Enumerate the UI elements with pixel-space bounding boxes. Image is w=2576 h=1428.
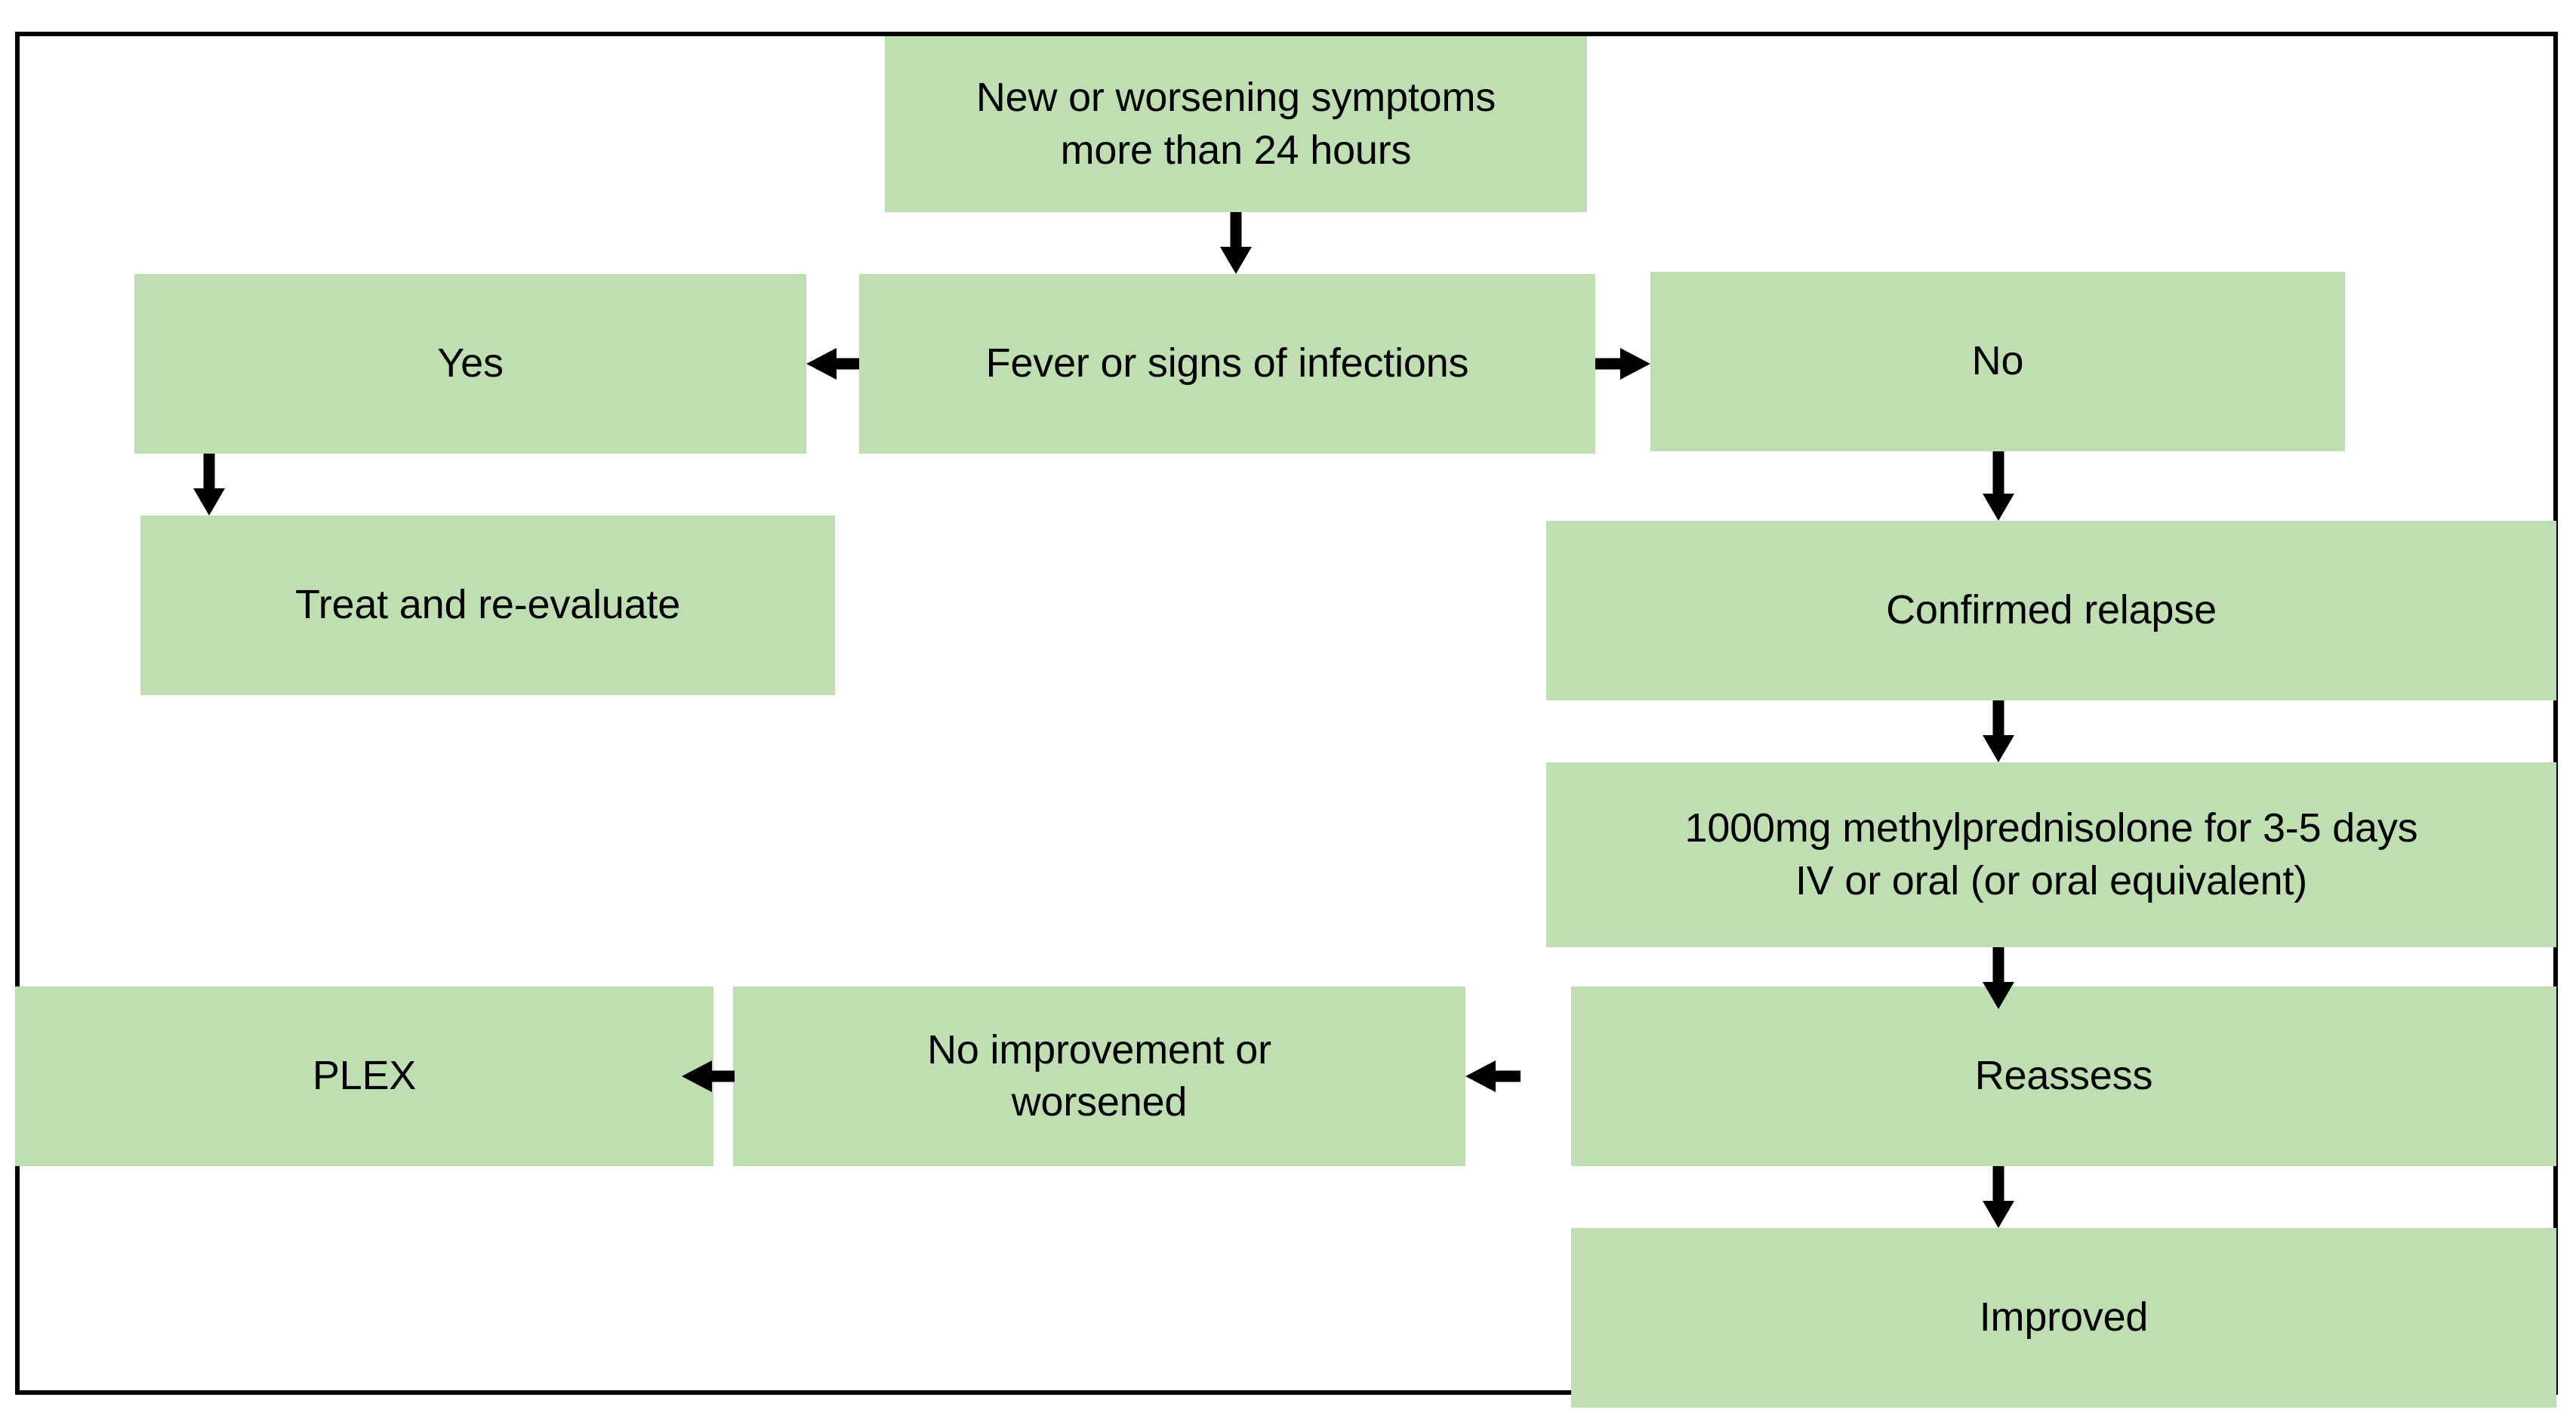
node-reassess[interactable]: Reassess [1571,986,2556,1166]
node-methylprednisolone-regimen[interactable]: 1000mg methylprednisolone for 3-5 days I… [1546,762,2556,947]
node-label: 1000mg methylprednisolone for 3-5 days I… [1684,805,2418,903]
arrow-shaft [710,1070,735,1082]
arrow-shaft [835,358,859,370]
arrow-head [1220,247,1252,274]
arrow-shaft [1992,1166,2004,1201]
node-label: No improvement or worsened [927,1026,1271,1125]
arrow-fever-to-yes [806,347,859,380]
figure-border: New or worsening symptoms more than 24 h… [15,32,2558,1408]
node-label: Yes [437,340,504,386]
arrow-no-to-confirmed-relapse [1983,451,2014,521]
node-label: Treat and re-evaluate [294,582,681,628]
arrow-no-improvement-to-plex [682,1060,735,1093]
arrow-head [1465,1060,1496,1092]
arrow-reassess-to-no-improvement [1465,1060,1521,1093]
node-label: New or worsening symptoms more than 24 h… [975,75,1496,173]
node-label: Fever or signs of infections [985,340,1469,386]
arrow-head [1983,982,2014,1009]
arrow-reassess-to-improved [1983,1166,2014,1228]
node-new-or-worsening-symptoms[interactable]: New or worsening symptoms more than 24 h… [885,36,1587,212]
arrow-yes-to-treat [193,454,225,515]
node-label: Improved [1979,1294,2149,1340]
node-label: PLEX [312,1053,417,1099]
arrow-confirmed-relapse-to-steroids [1983,700,2014,762]
arrow-head [1983,494,2014,521]
arrow-head [1620,348,1650,380]
node-label: Reassess [1974,1053,2153,1099]
arrow-symptoms-to-fever [1220,212,1252,274]
arrow-head [193,488,225,515]
node-no-improvement-or-worsened[interactable]: No improvement or worsened [733,986,1465,1166]
arrow-shaft [1494,1070,1521,1082]
node-improved[interactable]: Improved [1571,1228,2556,1408]
arrow-shaft [1992,947,2004,982]
node-confirmed-relapse[interactable]: Confirmed relapse [1546,521,2556,700]
arrow-shaft [1992,451,2004,494]
node-label: Confirmed relapse [1886,587,2217,633]
arrow-shaft [1992,700,2004,735]
node-treat-and-re-evaluate[interactable]: Treat and re-evaluate [140,515,835,695]
arrow-fever-to-no [1595,347,1650,380]
arrow-shaft [1595,358,1622,370]
arrow-shaft [1230,212,1242,247]
node-yes[interactable]: Yes [134,274,806,454]
arrow-shaft [203,454,215,488]
node-fever-or-signs-of-infections[interactable]: Fever or signs of infections [859,274,1595,454]
arrow-head [806,348,837,380]
arrow-head [682,1060,712,1092]
node-label: No [1971,338,2024,384]
node-plex[interactable]: PLEX [15,986,713,1166]
node-no[interactable]: No [1650,272,2345,451]
arrow-head [1983,1201,2014,1228]
arrow-steroids-to-reassess [1983,947,2014,1009]
arrow-head [1983,735,2014,762]
